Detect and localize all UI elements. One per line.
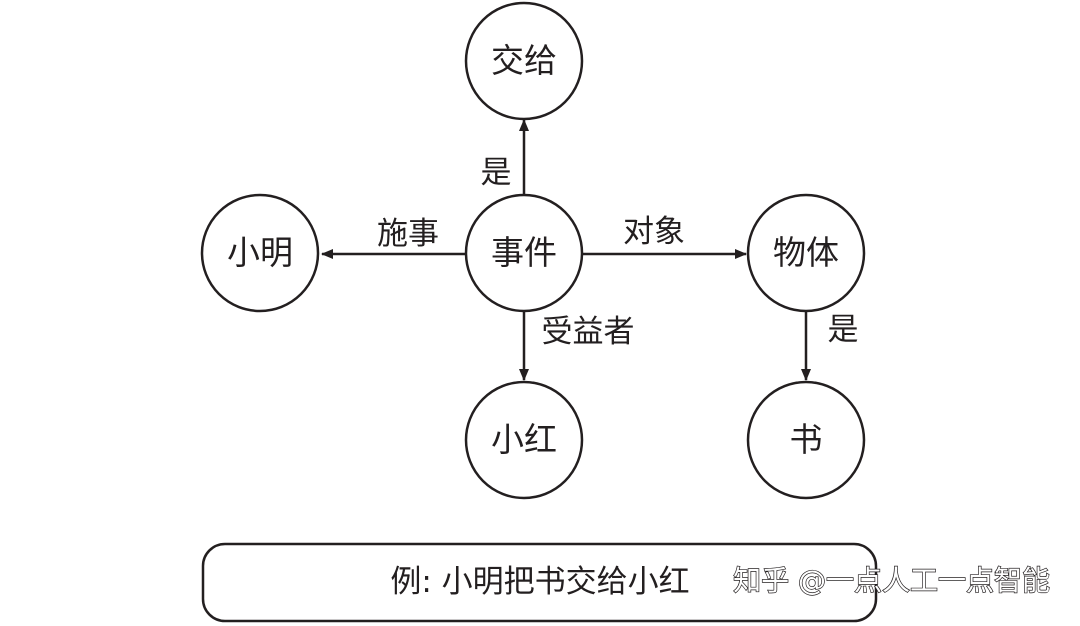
node-event-circle xyxy=(464,193,584,313)
node-object-label: 物体 xyxy=(773,233,839,272)
edge-label-beneficiary: 受益者 xyxy=(542,314,635,350)
caption: 例: 小明把书交给小红 xyxy=(201,542,878,623)
node-xiaohong-circle xyxy=(464,380,584,500)
edge-label-is-right: 是 xyxy=(828,312,859,348)
edge-label-is-top: 是 xyxy=(481,155,512,191)
node-book-label: 书 xyxy=(790,420,823,459)
node-book: 书 xyxy=(746,380,866,500)
node-xiaohong-label: 小红 xyxy=(491,420,557,459)
node-object: 物体 xyxy=(746,193,866,313)
edge-label-agent: 施事 xyxy=(377,216,439,252)
node-xiaoming: 小明 xyxy=(200,193,320,313)
caption-box xyxy=(201,542,878,623)
node-xiaohong: 小红 xyxy=(464,380,584,500)
node-give-label: 交给 xyxy=(491,41,557,80)
node-object-circle xyxy=(746,193,866,313)
node-book-circle xyxy=(746,380,866,500)
edge-labels: 是 施事 对象 受益者 是 xyxy=(377,155,859,350)
node-event-label: 事件 xyxy=(491,233,557,272)
node-xiaoming-label: 小明 xyxy=(227,233,293,272)
caption-text: 例: 小明把书交给小红 xyxy=(390,564,689,600)
watermark: 知乎 @一点人工一点智能 xyxy=(733,564,1050,597)
node-event: 事件 xyxy=(464,193,584,313)
node-give-circle xyxy=(464,1,584,121)
node-give: 交给 xyxy=(464,1,584,121)
node-xiaoming-circle xyxy=(200,193,320,313)
edge-label-patient: 对象 xyxy=(623,214,685,250)
edges xyxy=(321,119,811,381)
